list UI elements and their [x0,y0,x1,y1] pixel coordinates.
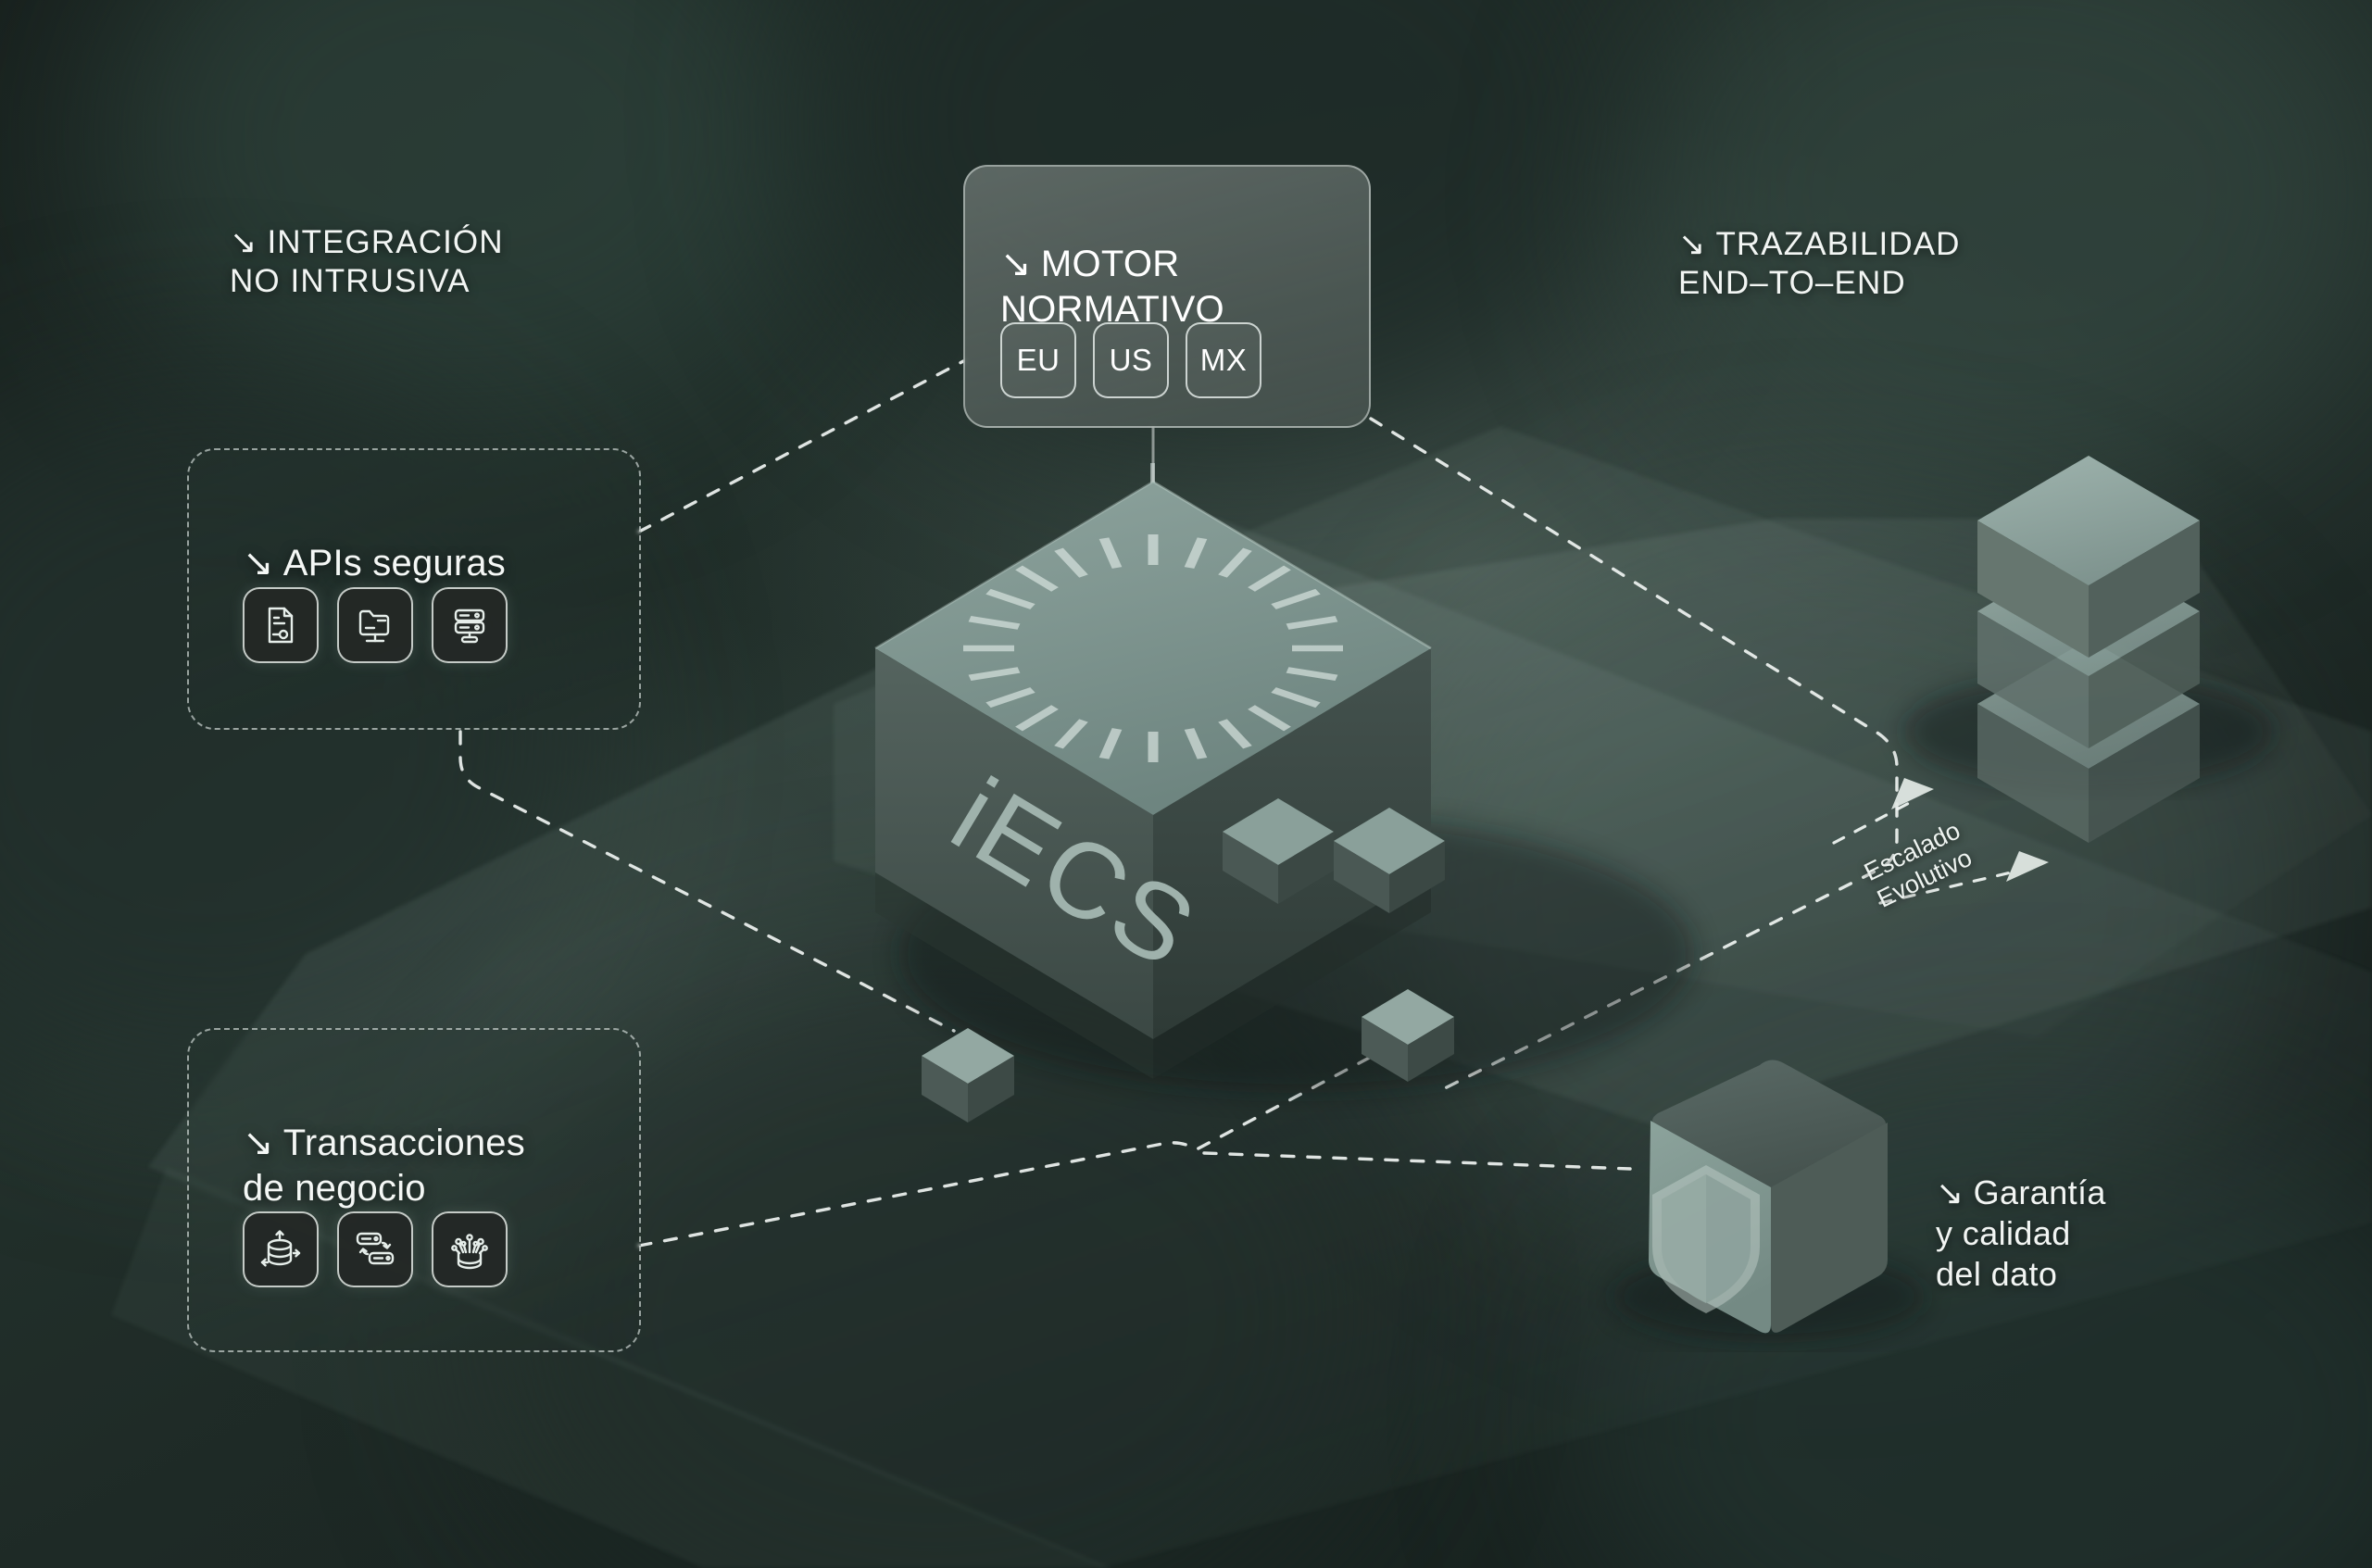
arrow-down-right-icon: ↘ [243,1122,274,1163]
server-rack-icon [454,608,485,644]
card-motor-title: ↘MOTOR NORMATIVO [1000,196,1224,332]
label-trazabilidad-text: TRAZABILIDAD END–TO–END [1678,225,1961,302]
chip-eu[interactable]: EU [1000,322,1076,398]
card-apis-title-text: APIs seguras [282,542,507,583]
tile-database-network[interactable] [432,1211,508,1287]
tile-document-file[interactable] [243,587,319,663]
label-integracion-text: INTEGRACIÓN NO INTRUSIVA [230,223,504,300]
tile-server-rack[interactable] [432,587,508,663]
label-trazabilidad: ↘TRAZABILIDAD END–TO–END [1678,185,1961,304]
label-integracion: ↘INTEGRACIÓN NO INTRUSIVA [230,183,504,302]
tile-folder-network[interactable] [337,587,413,663]
chip-us[interactable]: US [1093,322,1169,398]
label-garantia: ↘Garantía y calidad del dato [1936,1132,2106,1295]
transacciones-tile-group [243,1211,508,1287]
card-transacciones-title-text: Transacciones de negocio [243,1122,525,1210]
tile-server-exchange[interactable] [337,1211,413,1287]
folder-network-monitor-icon [358,609,390,643]
database-network-icon [451,1234,488,1270]
document-file-icon [268,607,294,644]
card-motor-title-text: MOTOR NORMATIVO [1000,243,1224,330]
card-transacciones-title: ↘Transacciones de negocio [243,1074,525,1212]
arrow-down-right-icon: ↘ [1936,1173,1964,1211]
bg-blob [1630,0,2372,500]
region-chip-group: EU US MX [1000,322,1261,398]
arrow-down-right-icon: ↘ [243,542,274,583]
label-garantia-text: Garantía y calidad del dato [1936,1173,2106,1293]
database-sync-icon [260,1230,301,1267]
card-apis-seguras[interactable]: ↘APIs seguras [187,448,641,730]
apis-tile-group [243,587,508,663]
server-exchange-icon [356,1232,395,1265]
chip-mx[interactable]: MX [1186,322,1261,398]
arrow-down-right-icon: ↘ [230,223,258,260]
card-motor-normativo[interactable]: ↘MOTOR NORMATIVO EU US MX [963,165,1371,428]
card-transacciones-negocio[interactable]: ↘Transacciones de negocio [187,1028,641,1352]
arrow-down-right-icon: ↘ [1000,243,1032,284]
arrow-down-right-icon: ↘ [1678,225,1707,262]
card-apis-title: ↘APIs seguras [243,495,506,586]
tile-database-sync[interactable] [243,1211,319,1287]
